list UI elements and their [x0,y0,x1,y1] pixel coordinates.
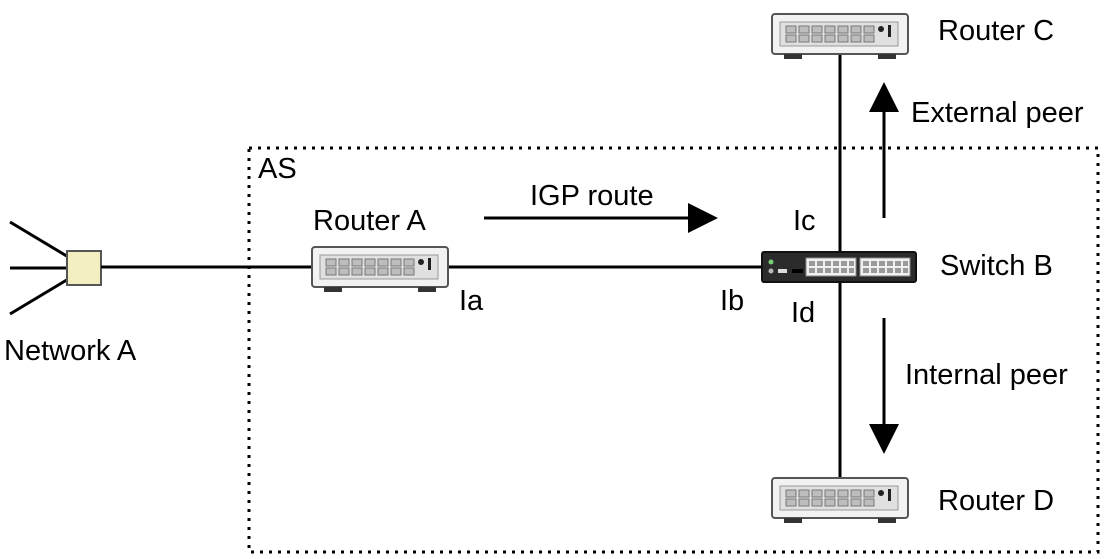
interface-id-label: Id [791,297,815,329]
switch-b [761,251,917,283]
external-peer-label: External peer [911,97,1084,129]
igp-route-label: IGP route [530,180,654,212]
router-icon [311,246,449,293]
router-c-label: Router C [938,15,1054,47]
interface-ic-label: Ic [793,205,816,237]
router-icon [771,477,909,524]
router-icon [771,13,909,60]
network-a-label: Network A [4,335,137,367]
interface-ia-label: Ia [459,285,484,317]
router-d-label: Router D [938,485,1054,517]
router-d [771,477,909,524]
as-boundary [247,146,1100,554]
network-a-hub [9,220,102,316]
switch-b-label: Switch B [940,250,1053,282]
router-a [311,246,449,293]
router-a-label: Router A [313,205,426,237]
switch-icon [761,251,917,283]
router-c [771,13,909,60]
hub-icon [66,250,102,286]
interface-ib-label: Ib [720,285,744,317]
as-label: AS [258,153,297,185]
internal-peer-label: Internal peer [905,359,1068,391]
